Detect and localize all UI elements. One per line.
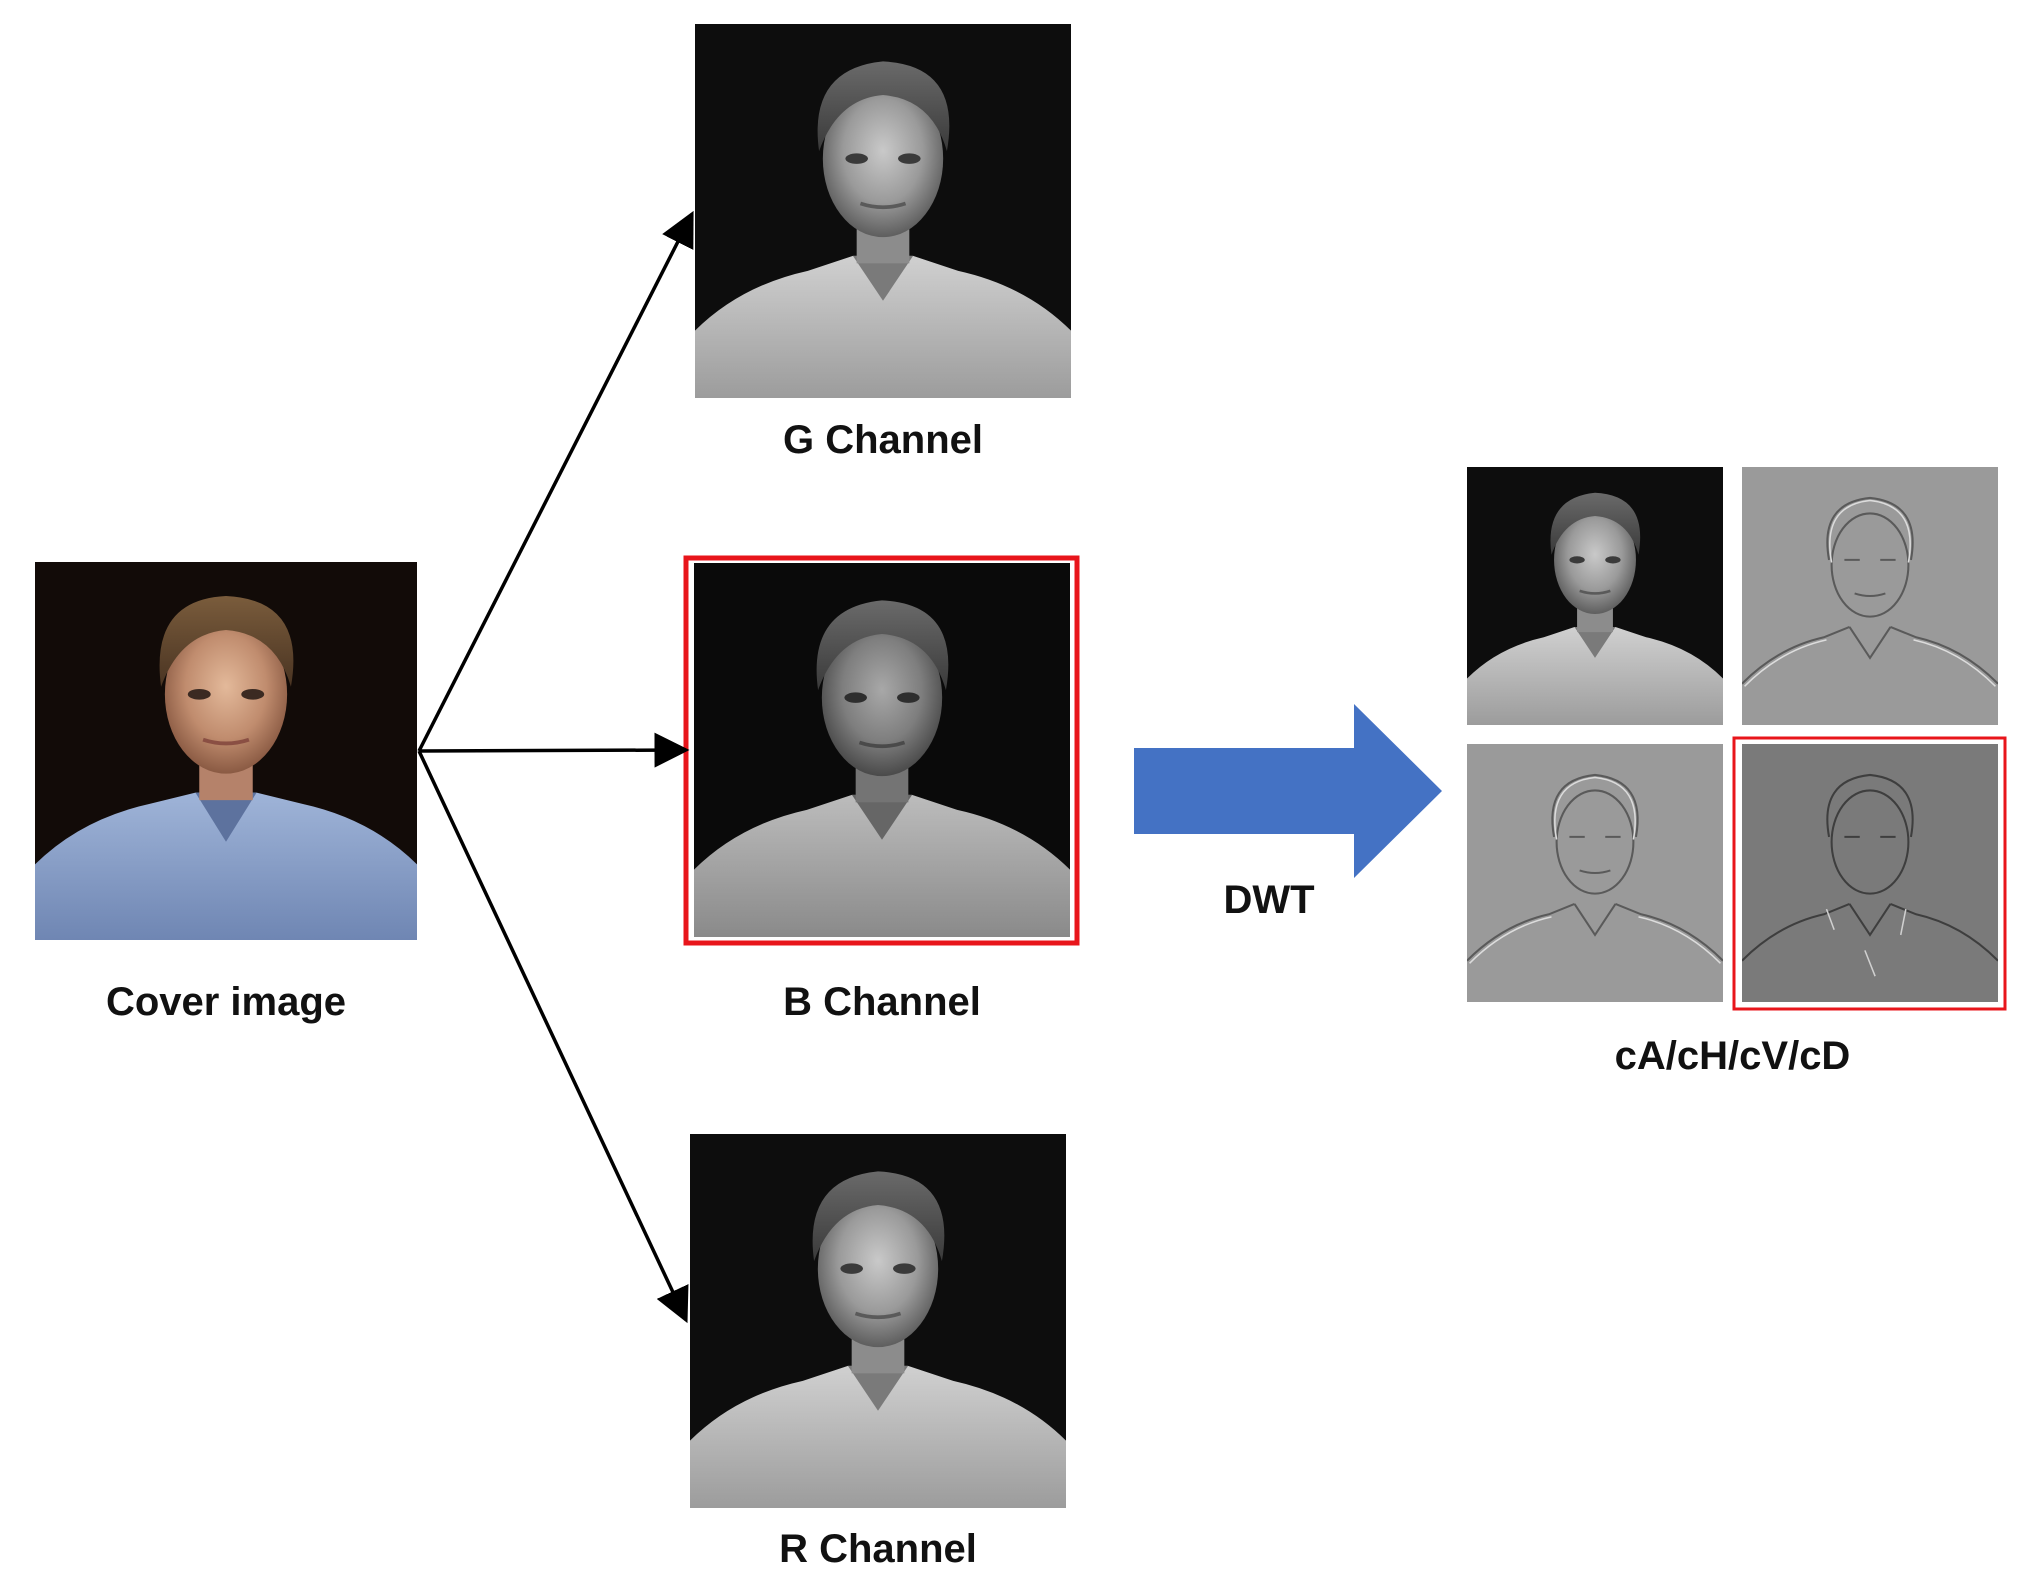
dwt-subbands bbox=[1467, 467, 2007, 1011]
cd-highlight bbox=[1732, 736, 2007, 1011]
subbands-label: cA/cH/cV/cD bbox=[1614, 1034, 1851, 1078]
g-channel-image bbox=[695, 24, 1071, 398]
flow-arrows bbox=[417, 210, 694, 1324]
r-channel-label: R Channel bbox=[779, 1527, 977, 1571]
cover-image-label: Cover image bbox=[105, 980, 347, 1024]
r-channel-image bbox=[690, 1134, 1066, 1508]
b-channel-image bbox=[683, 555, 1080, 946]
dwt-arrow bbox=[1134, 704, 1442, 878]
subband-cv bbox=[1467, 744, 1723, 1002]
subband-cd bbox=[1732, 736, 2007, 1011]
arrow-to-b-channel bbox=[418, 732, 690, 768]
arrow-to-r-channel bbox=[417, 750, 689, 1324]
g-channel-label: G Channel bbox=[782, 418, 984, 462]
cover-image bbox=[35, 562, 417, 940]
subband-ca bbox=[1467, 467, 1723, 725]
b-channel-label: B Channel bbox=[783, 980, 981, 1024]
dwt-label: DWT bbox=[1223, 878, 1315, 922]
subband-ch bbox=[1742, 467, 1998, 725]
arrow-to-g-channel bbox=[417, 210, 694, 752]
